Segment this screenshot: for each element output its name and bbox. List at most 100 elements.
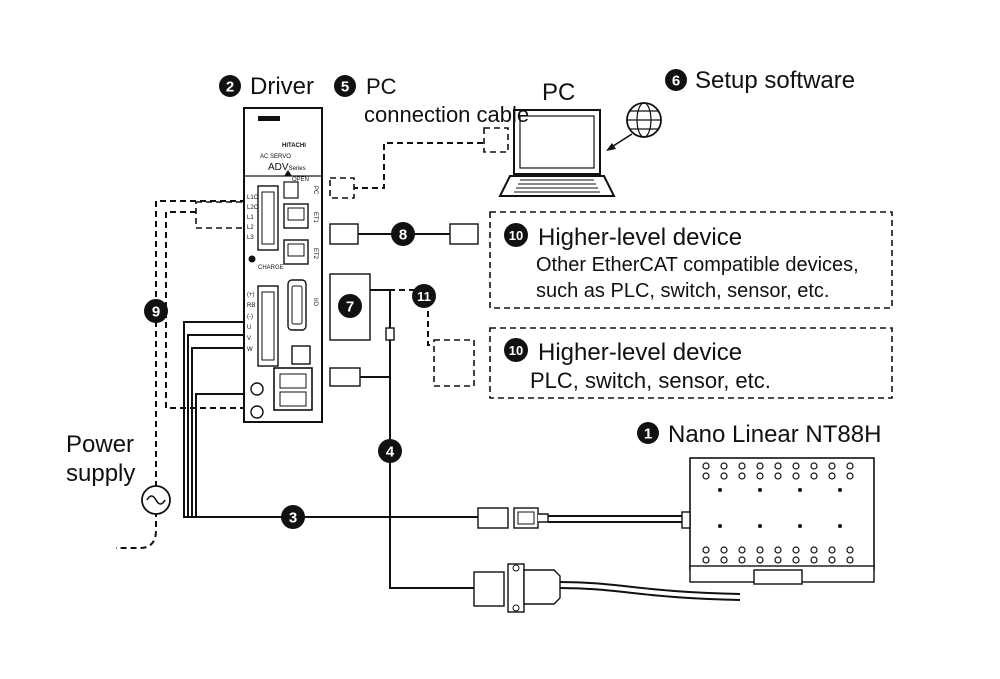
mounting-hole [810,462,818,470]
pc-cable-connector [483,127,509,153]
badge-6: 6 [665,69,687,91]
port-label: ET1 [312,212,318,224]
encoder-connector-driver [329,367,361,387]
terminal-label: RB [247,303,255,309]
higher-level-device-box-2 [489,327,893,399]
badge-3: 3 [281,505,305,529]
badge-5: 5 [334,75,356,97]
port-label: PC [312,186,318,195]
mounting-hole [828,546,836,554]
svg-text:4: 4 [386,444,395,461]
svg-text:3: 3 [289,510,297,527]
mounting-hole [720,472,728,480]
svg-text:5: 5 [341,79,349,96]
mounting-hole [810,556,818,564]
mounting-hole [718,488,722,492]
cable-ferrite [385,327,395,341]
mounting-hole [702,472,710,480]
mounting-hole [738,546,746,554]
mounting-hole [792,462,800,470]
mounting-hole [838,488,842,492]
ac-power-icon [141,485,171,515]
badge-10a: 10 [504,223,528,247]
pc-cable-connector [329,177,355,199]
mounting-hole [792,556,800,564]
mounting-hole [798,488,802,492]
pc-laptop-icon [498,109,616,197]
badge-4: 4 [378,439,402,463]
mounting-hole [846,472,854,480]
mounting-hole [702,556,710,564]
higher-level-title-2: Higher-level device [538,339,742,366]
terminal-label: L2C [247,205,259,211]
driver-brand: HITACHI [282,143,306,149]
motor-cable [183,321,478,518]
svg-text:11: 11 [417,289,431,304]
mounting-hole [774,556,782,564]
mounting-hole [720,556,728,564]
terminal-label: (+) [247,292,255,298]
mounting-hole [792,546,800,554]
svg-text:8: 8 [399,227,407,244]
mounting-hole [738,556,746,564]
motor-connector-plug [477,507,509,529]
svg-text:1: 1 [644,426,652,443]
io-connector [433,339,475,387]
ethercat-connector-driver [329,223,359,245]
globe-icon [626,102,662,138]
badge-2: 2 [219,75,241,97]
mounting-hole [792,472,800,480]
motor-cable-strand [191,347,246,516]
mounting-hole [756,546,764,554]
encoder-connector-plug [473,571,505,607]
mounting-hole [702,462,710,470]
driver-unit [243,107,323,423]
mounting-hole [838,524,842,528]
mounting-hole [720,546,728,554]
motor-cable-strand [195,393,246,516]
port-label: ET2 [312,248,318,260]
terminal-label: L1 [247,215,254,221]
power-connector [195,201,247,229]
nano-linear-label: Nano Linear NT88H [668,421,881,448]
pc-label: PC [542,79,575,106]
mounting-hole [756,556,764,564]
svg-text:10: 10 [509,343,523,358]
mounting-hole [846,556,854,564]
encoder-lead [559,581,741,595]
mounting-hole [756,472,764,480]
badge-9: 9 [144,299,168,323]
badge-1: 1 [637,422,659,444]
encoder-connector-dsub [507,563,561,613]
mounting-hole [798,524,802,528]
driver-series-line1: AC SERVO [260,154,291,160]
mounting-hole [720,462,728,470]
svg-text:10: 10 [509,228,523,243]
driver-charge-label: CHARGE [258,265,284,271]
mounting-hole [774,546,782,554]
mounting-hole [702,546,710,554]
higher-level-line-1b: such as PLC, switch, sensor, etc. [536,280,829,302]
power-cable-strand [165,211,246,409]
terminal-label: L2 [247,225,254,231]
mounting-hole [828,556,836,564]
badge-11: 11 [412,284,436,308]
setup-software-label: Setup software [695,67,855,94]
terminal-label: L3 [247,235,254,241]
svg-text:2: 2 [226,79,234,96]
higher-level-device-box-1 [489,211,893,309]
terminal-labels-bottom: (+)RB(-)UVW [247,292,255,353]
power-cable [116,200,246,549]
terminal-label: (-) [247,314,253,320]
stage-mounting-holes [702,462,854,564]
motor-connector-socket [513,507,549,529]
port-label: I/O [312,298,318,306]
mounting-hole [810,472,818,480]
terminal-label: L1C [247,195,259,201]
pc-cable-label-1: PC [366,74,397,99]
mounting-hole [846,546,854,554]
pc-cable-label-2: connection cable [364,102,529,127]
terminal-label: U [247,325,251,331]
